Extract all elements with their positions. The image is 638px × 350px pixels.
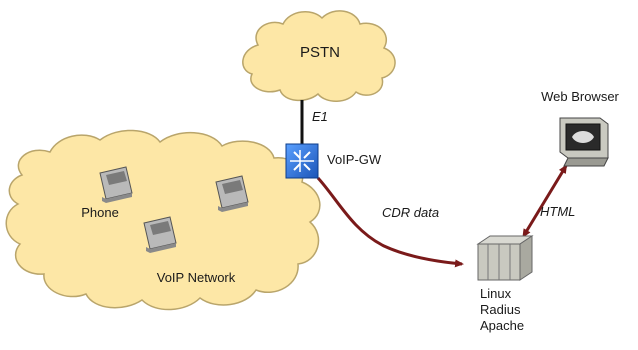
web-browser: Web Browser [541, 89, 620, 167]
voip-gateway: VoIP-GW [285, 143, 382, 179]
pstn-label: PSTN [300, 44, 340, 61]
html-label: HTML [540, 204, 575, 219]
browser-label: Web Browser [541, 89, 619, 104]
server-icon [476, 235, 534, 281]
monitor-icon [559, 117, 609, 167]
cloud-icon [242, 10, 396, 102]
router-icon [285, 143, 319, 179]
phone-label: Phone [81, 205, 119, 220]
phone: Phone [81, 166, 133, 220]
cdr-arrow [316, 176, 464, 268]
gateway-label: VoIP-GW [327, 152, 382, 167]
phone-icon [215, 175, 249, 212]
server-line-2: Radius [480, 302, 521, 317]
e1-label: E1 [312, 109, 328, 124]
server: Linux Radius Apache [476, 235, 534, 333]
server-line-1: Linux [480, 286, 512, 301]
html-arrow [522, 164, 568, 238]
pstn-cloud: PSTN [242, 10, 396, 102]
phone-icon [99, 166, 133, 203]
server-line-3: Apache [480, 318, 524, 333]
phone-icon [143, 216, 177, 253]
voip-network-label: VoIP Network [157, 270, 236, 285]
cdr-label: CDR data [382, 205, 439, 220]
